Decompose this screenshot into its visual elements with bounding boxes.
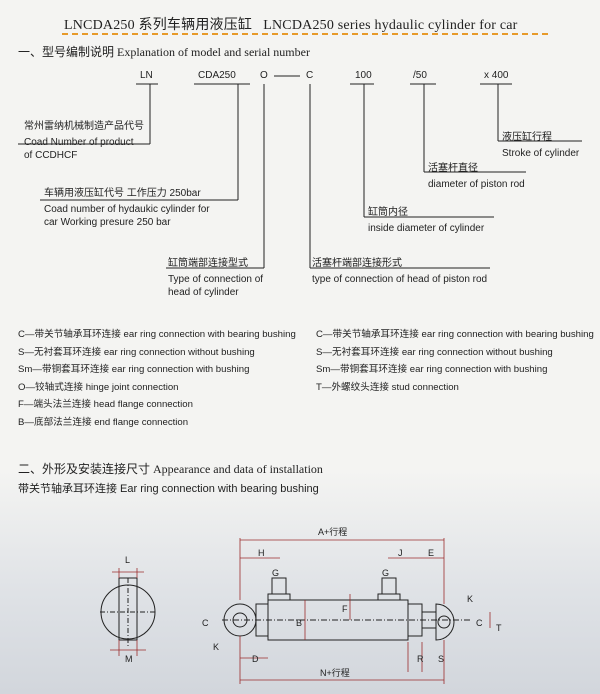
rod-connection-list: C—带关节轴承耳环连接 ear ring connection with bea…	[316, 326, 594, 396]
dim-T: T	[496, 623, 502, 633]
dim-a-stroke: A+行程	[318, 526, 347, 537]
item-cylinder-code: 车辆用液压缸代号 工作压力 250bar Coad number of hyda…	[44, 188, 210, 228]
code-cda250: CDA250	[198, 70, 236, 81]
list-item: C—带关节轴承耳环连接 ear ring connection with bea…	[316, 329, 594, 340]
dim-F: F	[342, 604, 348, 614]
item-rod-connection: 活塞杆端部连接形式 type of connection of head of …	[312, 258, 488, 285]
item-rod-diameter: 活塞杆直径 diameter of piston rod	[428, 163, 525, 190]
list-item: F—端头法兰连接 head flange connection	[18, 399, 193, 410]
dim-n-stroke: N+行程	[320, 667, 350, 678]
cylinder-body	[222, 577, 470, 641]
dim-H: H	[258, 548, 265, 558]
item-stroke: 液压缸行程 Stroke of cylinder	[502, 132, 580, 159]
code-bore: 100	[355, 70, 372, 81]
dim-B: B	[296, 618, 302, 628]
list-item: Sm—带铜套耳环连接 ear ring connection with bush…	[316, 364, 548, 375]
dim-E: E	[428, 548, 434, 558]
list-item: S—无衬套耳环连接 ear ring connection without bu…	[316, 346, 553, 358]
item-product-code: 常州雷纳机械制造产品代号 Coad Number of product of C…	[24, 121, 144, 161]
dim-L: L	[125, 555, 130, 565]
section1-heading: 一、型号编制说明 Explanation of model and serial…	[18, 45, 310, 59]
code-ln: LN	[140, 70, 153, 81]
code-o: O	[260, 70, 268, 81]
dim-G2: G	[382, 568, 389, 578]
dim-G1: G	[272, 568, 279, 578]
page-title: LNCDA250 系列车辆用液压缸 LNCDA250 series hydaul…	[64, 18, 518, 33]
section2-heading: 二、外形及安装连接尺寸 Appearance and data of insta…	[18, 462, 323, 476]
section2-subheading: 带关节轴承耳环连接 Ear ring connection with beari…	[18, 483, 319, 495]
code-rod: /50	[413, 70, 427, 81]
code-stroke: x 400	[484, 70, 509, 81]
model-leader-lines	[18, 75, 582, 269]
dim-S: S	[438, 654, 444, 664]
list-item: O—铰轴式连接 hinge joint connection	[18, 381, 179, 393]
dim-J: J	[398, 548, 403, 558]
dim-C1: C	[202, 618, 209, 628]
list-item: T—外螺纹头连接 stud connection	[316, 381, 459, 393]
dim-M: M	[125, 654, 133, 664]
dim-K2: K	[467, 594, 473, 604]
title-divider	[62, 33, 548, 35]
head-connection-list: C—带关节轴承耳环连接 ear ring connection with bea…	[18, 326, 296, 431]
ear-side-view	[100, 568, 156, 656]
dim-K1: K	[213, 642, 219, 652]
list-item: S—无衬套耳环连接 ear ring connection without bu…	[18, 346, 255, 358]
background-gradient	[0, 470, 600, 694]
dim-C2: C	[476, 618, 483, 628]
item-head-connection: 缸筒端部连接型式 Type of connection of head of c…	[168, 258, 264, 298]
item-bore: 缸筒内径 inside diameter of cylinder	[368, 207, 485, 234]
list-item: Sm—带铜套耳环连接 ear ring connection with bush…	[18, 364, 250, 375]
dim-D: D	[252, 654, 259, 664]
list-item: B—底部法兰连接 end flange connection	[18, 416, 189, 428]
list-item: C—带关节轴承耳环连接 ear ring connection with bea…	[18, 329, 296, 340]
dim-R: R	[417, 654, 424, 664]
code-c: C	[306, 70, 314, 81]
